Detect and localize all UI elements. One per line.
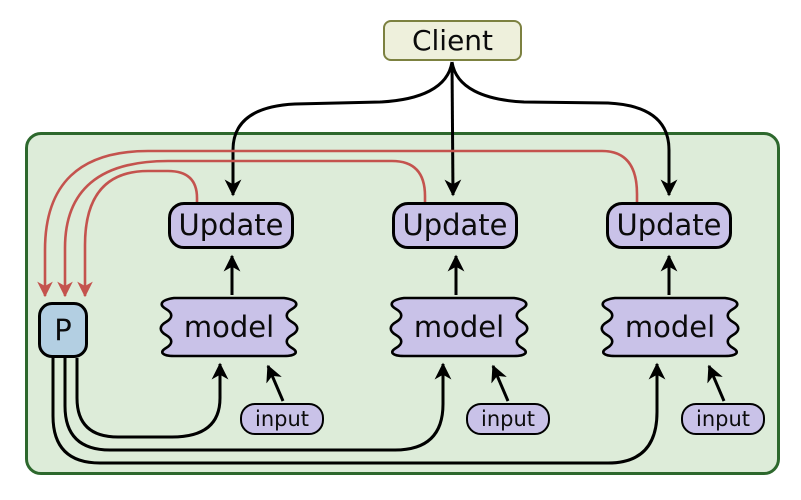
model-node-1: model [158,296,300,358]
model-label: model [624,309,716,344]
client-label: Client [411,23,494,57]
model-wavy-shape [159,296,299,358]
input-node-1: input [240,403,324,435]
input-label: input [695,406,751,431]
input-node-2: input [466,403,550,435]
update-node-3: Update [606,202,732,249]
parameter-label: P [54,312,72,347]
update-node-1: Update [168,202,294,249]
model-label: model [413,309,505,344]
model-label: model [183,309,275,344]
client-node: Client [383,20,522,61]
model-wavy-shape [600,296,740,358]
input-label: input [480,406,536,431]
update-label: Update [178,208,284,242]
update-label: Update [402,208,508,242]
model-wavy-shape [389,296,529,358]
parameter-node: P [38,302,88,358]
update-node-2: Update [392,202,518,249]
input-label: input [254,406,310,431]
update-label: Update [616,208,722,242]
model-node-3: model [599,296,741,358]
model-node-2: model [388,296,530,358]
input-node-3: input [681,403,765,435]
